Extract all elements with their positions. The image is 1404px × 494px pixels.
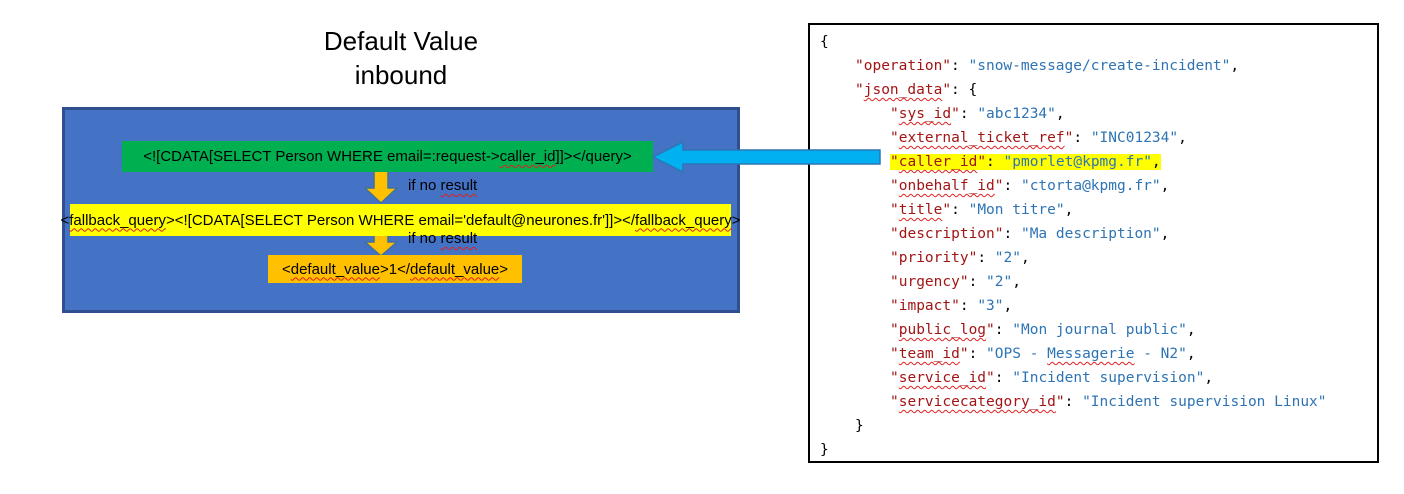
page-title: Default Value inbound xyxy=(62,24,740,92)
query-bar: <![CDATA[SELECT Person WHERE email=:requ… xyxy=(122,141,653,172)
code-line: "caller_id": "pmorlet@kpmg.fr", xyxy=(820,150,1377,174)
if-no-result-label-1: if no result xyxy=(408,177,478,194)
code-line: "service_id": "Incident supervision", xyxy=(890,370,1214,386)
default-value-bar: <default_value>1</default_value> xyxy=(268,255,522,283)
if-no-result-label-2: if no result xyxy=(408,230,478,247)
code-lines: { "operation": "snow-message/create-incid… xyxy=(810,25,1377,462)
code-line: "operation": "snow-message/create-incide… xyxy=(855,58,1240,74)
title-line2: inbound xyxy=(354,60,448,90)
code-line: "json_data": { xyxy=(855,82,978,98)
code-line: "impact": "3", xyxy=(890,298,1013,314)
code-line: "urgency": "2", xyxy=(890,274,1021,290)
code-line: "onbehalf_id": "ctorta@kpmg.fr", xyxy=(890,178,1170,194)
code-line: "sys_id": "abc1234", xyxy=(890,106,1065,122)
highlighted-code: "caller_id": "pmorlet@kpmg.fr", xyxy=(890,154,1161,170)
code-line: "external_ticket_ref": "INC01234", xyxy=(890,130,1187,146)
code-line: "priority": "2", xyxy=(890,250,1030,266)
code-line: "servicecategory_id": "Incident supervis… xyxy=(890,394,1327,410)
code-line: "public_log": "Mon journal public", xyxy=(890,322,1196,338)
code-line: "description": "Ma description", xyxy=(890,226,1170,242)
code-line: } xyxy=(820,442,829,458)
caller-id-arrow-icon xyxy=(651,140,881,174)
down-arrow-icon xyxy=(364,234,398,257)
fallback-query-bar: <fallback_query><![CDATA[SELECT Person W… xyxy=(60,204,741,236)
code-line: "title": "Mon titre", xyxy=(890,202,1074,218)
code-line: "team_id": "OPS - Messagerie - N2", xyxy=(890,346,1196,362)
title-line1: Default Value xyxy=(323,26,479,56)
down-arrow-icon xyxy=(364,171,398,204)
code-line: { xyxy=(820,34,829,50)
code-panel: { "operation": "snow-message/create-incid… xyxy=(808,23,1379,463)
code-line: } xyxy=(855,418,864,434)
